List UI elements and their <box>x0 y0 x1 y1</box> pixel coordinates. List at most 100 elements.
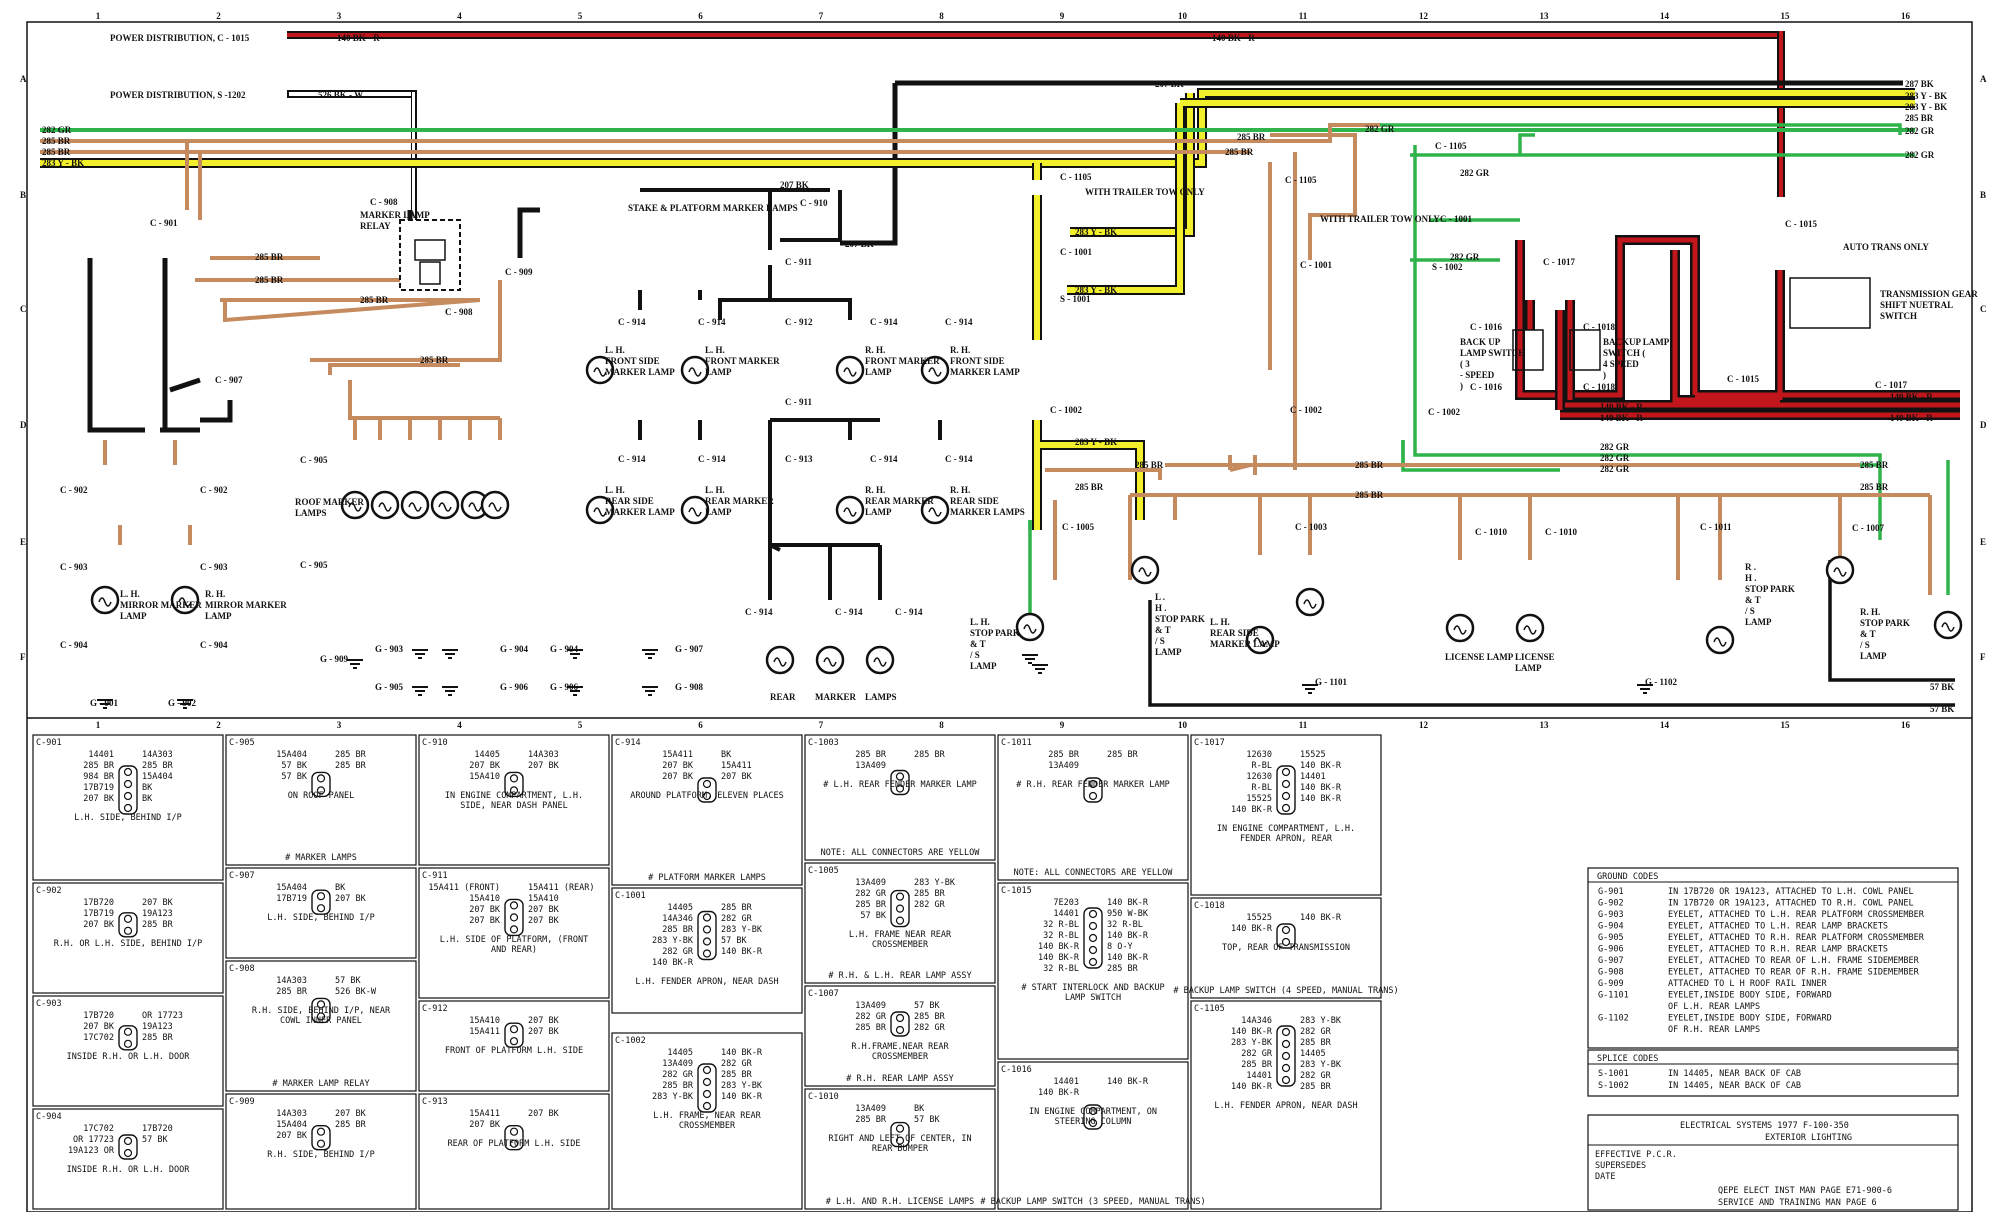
grid-row-left-F: F <box>20 652 26 662</box>
connector-wire-label: 285 BR <box>276 987 308 997</box>
ground-code-id: G-1101 <box>1598 991 1629 1001</box>
connector-wire-label: 285 BR <box>83 761 115 771</box>
connector-wire-label: 283 Y-BK <box>1300 1060 1342 1070</box>
connector-view-note: # BACKUP LAMP SWITCH (3 SPEED, MANUAL TR… <box>980 1197 1205 1207</box>
connector-wire-label: 207 BK <box>142 898 174 908</box>
grid-row-right-A: A <box>1980 74 1987 84</box>
label-c914-b: C - 914 <box>698 317 726 327</box>
wire-label-282-left: 282 GR <box>42 125 72 135</box>
connector-view-caption: R.H. SIDE, BEHIND I/P <box>267 1150 374 1160</box>
grid-row-right-C: C <box>1980 304 1987 314</box>
connector-view-id: C-909 <box>229 1097 255 1107</box>
connector-wire-label: 285 BR <box>1048 750 1080 760</box>
ground-symbol-2 <box>347 659 363 669</box>
lamp-bulb-26 <box>1825 555 1855 585</box>
connector-wire-label: 984 BR <box>83 772 115 782</box>
connector-wire-label: 32 R-BL <box>1043 964 1079 974</box>
connector-wire-label: 12630 <box>1246 772 1272 782</box>
label-trailer-b: WITH TRAILER TOW ONLY <box>1320 214 1440 224</box>
connector-wire-label: 57 BK <box>281 772 307 782</box>
connector-wire-label: 140 BK-R <box>1107 1077 1149 1087</box>
connector-wire-label: R-BL <box>1252 783 1272 793</box>
connector-wire-label: 140 BK-R <box>1107 898 1149 908</box>
connector-wire-label: 13A409 <box>662 1059 693 1069</box>
connector-wire-label: 140 BK-R <box>1231 1027 1273 1037</box>
lamp-bulb-5 <box>430 490 460 520</box>
label-c1017-b: C - 1017 <box>1875 380 1907 390</box>
connector-view-id: C-1005 <box>808 866 839 876</box>
connector-view-note: # MARKER LAMP RELAY <box>272 1079 369 1089</box>
wire-label-282-s1002: 282 GR <box>1450 252 1480 262</box>
power-distribution-s1202-label: POWER DISTRIBUTION, S -1202 <box>110 90 246 100</box>
connector-wire-label: 282 GR <box>914 900 946 910</box>
relay-coil <box>419 261 441 285</box>
label-c1016-a: C - 1016 <box>1470 322 1502 332</box>
connector-wire-label: 207 BK <box>83 794 115 804</box>
wire-label-285-rear-f: 285 BR <box>1860 482 1889 492</box>
connector-wire-label: 8 O-Y <box>1107 942 1133 952</box>
ground-symbol-14 <box>412 686 428 696</box>
label-c908-b: C - 908 <box>445 307 473 317</box>
ground-code-desc: EYELET,INSIDE BODY SIDE, FORWARD <box>1668 1014 1832 1024</box>
connector-wire-label: 140 BK-R <box>1231 805 1273 815</box>
connector-view-id: C-903 <box>36 999 62 1009</box>
connector-wire-label: 282 GR <box>662 947 694 957</box>
grid-col-mid-11: 11 <box>1299 720 1308 730</box>
connector-view-note: # PLATFORM MARKER LAMPS <box>648 873 766 883</box>
connector-wire-label: 15525 <box>1300 750 1326 760</box>
ground-symbol-4 <box>1302 684 1318 694</box>
ground-symbol-13 <box>412 649 428 659</box>
connector-wire-label: 13A409 <box>855 1001 886 1011</box>
connector-wire-label: 15A404 <box>276 883 307 893</box>
wire-label-285-rear-a: 285 BR <box>1135 460 1164 470</box>
ground-symbol-12 <box>642 686 658 696</box>
lamp-bulb-17 <box>815 645 845 675</box>
lamp-bulb-0 <box>90 585 120 615</box>
wire-285-br-relay <box>195 256 502 362</box>
grid-col-mid-2: 2 <box>216 720 221 730</box>
wire-207-bk-rear <box>638 418 942 600</box>
grid-col-top-10: 10 <box>1178 11 1188 21</box>
wire-207-bk-platform <box>638 188 852 320</box>
label-c1001-b: C - 1001 <box>1300 260 1332 270</box>
wire-282-gr-vertical <box>1413 145 1882 540</box>
connector-wire-label: 57 BK <box>281 761 307 771</box>
wire-label-282-rear-c: 282 GR <box>1600 464 1630 474</box>
connector-view-id: C-911 <box>422 871 448 881</box>
label-c914-a: C - 914 <box>618 317 646 327</box>
connector-wire-label: 285 BR <box>662 1081 694 1091</box>
wire-label-285-rear-e: 285 BR <box>1860 460 1889 470</box>
grid-col-top-9: 9 <box>1060 11 1065 21</box>
connector-wire-label: 282 GR <box>1241 1049 1273 1059</box>
label-auto-trans: AUTO TRANS ONLY <box>1843 242 1929 252</box>
grid-col-mid-14: 14 <box>1660 720 1670 730</box>
lamp-bulb-14 <box>835 495 865 525</box>
connector-wire-label: 285 BR <box>1241 1060 1273 1070</box>
connector-wire-label: R-BL <box>1252 761 1272 771</box>
label-c914-g: C - 914 <box>870 454 898 464</box>
connector-wire-label: 140 BK-R <box>1038 1088 1080 1098</box>
connector-wire-label: 207 BK <box>528 1016 560 1026</box>
grid-col-mid-8: 8 <box>939 720 944 730</box>
lamp-bulb-12 <box>585 495 615 525</box>
connector-view-caption: # R.H. REAR FENDER MARKER LAMP <box>1016 780 1170 790</box>
connector-wire-label: 14401 <box>1053 909 1079 919</box>
lamp-bulb-8 <box>585 355 615 385</box>
splice-code-id: S-1001 <box>1598 1069 1629 1079</box>
ground-code-id: G-905 <box>1598 933 1624 943</box>
wire-label-282-c1105: 282 GR <box>1460 168 1490 178</box>
grid-col-mid-1: 1 <box>96 720 101 730</box>
connector-view-id: C-1011 <box>1001 738 1032 748</box>
connector-wire-label: 15A411 <box>469 1027 500 1037</box>
connector-view-caption: ON ROOF PANEL <box>288 791 355 801</box>
